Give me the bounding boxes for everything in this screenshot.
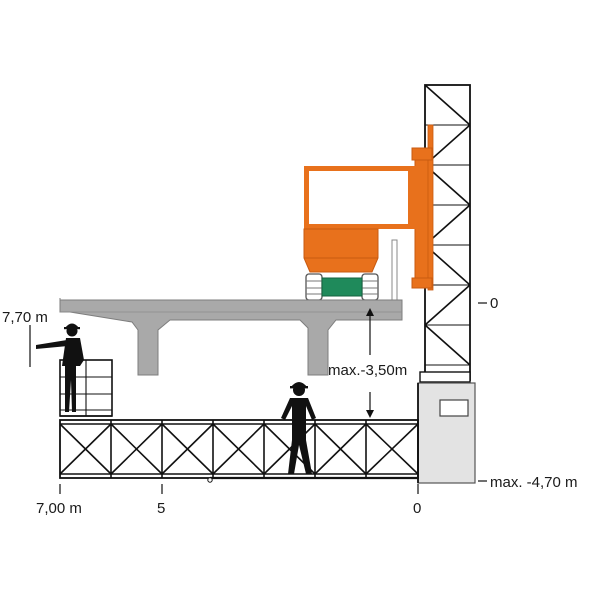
worker-left <box>36 323 84 412</box>
clearance-label: max.-3,50m <box>328 362 407 379</box>
axis-label-zero: 0 <box>413 500 421 517</box>
clearance-arrow-top <box>366 308 374 355</box>
axis-label-left: 7,00 m <box>36 500 82 517</box>
inspection-platform <box>59 419 419 483</box>
bridge-deck <box>59 298 403 376</box>
worker-center <box>281 382 316 474</box>
level-zero-label: 0 <box>490 295 498 312</box>
reach-axis <box>59 484 419 494</box>
max-depth-label: max. -4,70 m <box>490 474 578 491</box>
height-label: 7,70 m <box>2 309 48 326</box>
clearance-arrow-bottom <box>366 392 374 418</box>
control-cabinet <box>417 382 476 484</box>
scissor-lift <box>303 124 434 301</box>
axis-label-mid: 5 <box>157 500 165 517</box>
